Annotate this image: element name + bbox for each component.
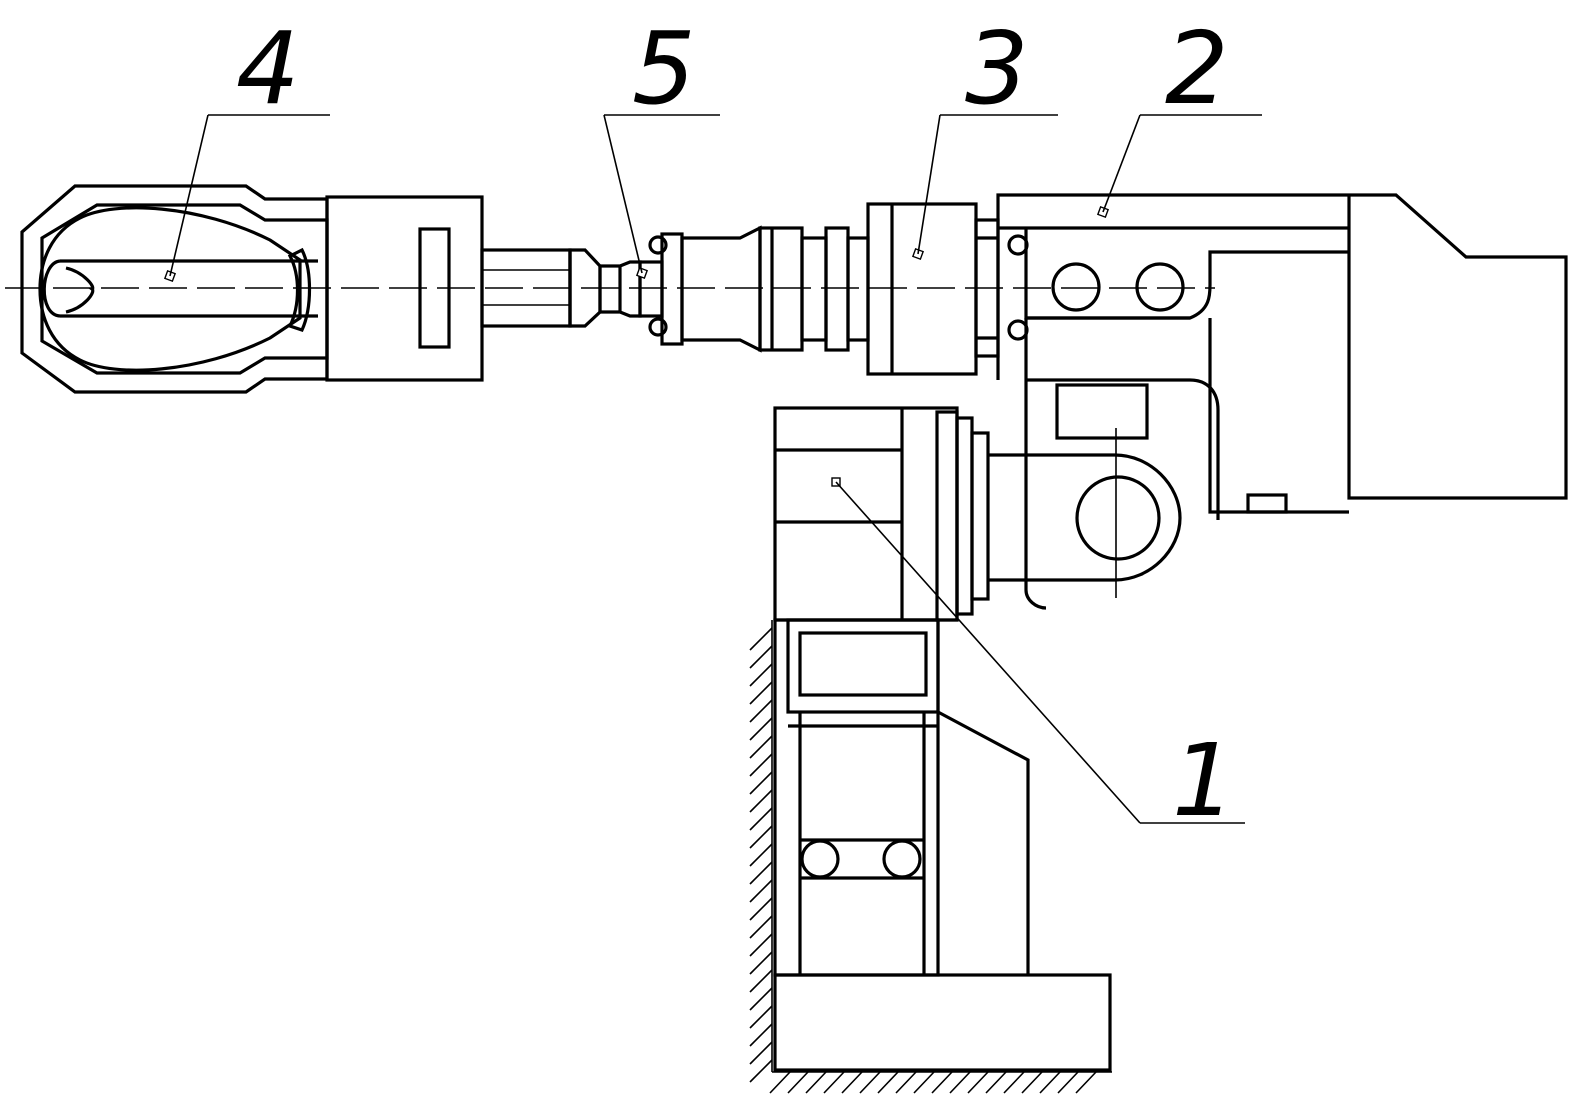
ground-hatch-stroke <box>1039 1071 1061 1094</box>
ground-hatch-stroke <box>769 1071 791 1094</box>
callout-2: 2 <box>1165 10 1229 127</box>
ground-hatch-stroke <box>749 1041 773 1065</box>
ground-hatch-stroke <box>749 951 773 975</box>
ground-hatch-stroke <box>749 843 773 867</box>
ground-hatch-stroke <box>787 1071 809 1094</box>
ground-hatch-stroke <box>913 1071 935 1094</box>
part-4-gripper <box>20 184 602 394</box>
ground-hatch-stroke <box>841 1071 863 1094</box>
ground-hatch-stroke <box>1021 1071 1043 1094</box>
ground-hatch-stroke <box>749 1059 773 1083</box>
ground-hatch-stroke <box>949 1071 971 1094</box>
callout-3: 3 <box>965 10 1029 127</box>
ground-hatch-stroke <box>1057 1071 1079 1094</box>
ground-hatch-stroke <box>749 807 773 831</box>
ground-hatch-stroke <box>749 969 773 993</box>
ground-hatch-stroke <box>1003 1071 1025 1094</box>
ground-hatch-stroke <box>931 1071 953 1094</box>
ground-hatch-stroke <box>805 1071 827 1094</box>
ground-hatch-stroke <box>749 933 773 957</box>
ground-hatch-stroke <box>749 897 773 921</box>
ground-hatch-stroke <box>749 861 773 885</box>
ground-hatch-stroke <box>749 771 773 795</box>
leader-lines <box>169 114 1262 824</box>
ground-hatch-stroke <box>749 699 773 723</box>
ground-hatch-stroke <box>749 753 773 777</box>
ground-hatch-stroke <box>859 1071 881 1094</box>
ground-hatch-stroke <box>749 879 773 903</box>
part-3-adapter <box>866 202 1000 376</box>
ground-hatch-stroke <box>749 1023 773 1047</box>
ground-hatch-stroke <box>749 825 773 849</box>
ground-hatch-stroke <box>967 1071 989 1094</box>
part-1-base <box>773 406 1112 1072</box>
ground-hatch-stroke <box>749 915 773 939</box>
ground-hatch-stroke <box>749 681 773 705</box>
elbow-joint <box>988 428 1182 598</box>
part-5-coupling <box>598 232 684 346</box>
ground-hatch-stroke <box>749 717 773 741</box>
ground-hatch-stroke <box>895 1071 917 1094</box>
ground-hatch-stroke <box>749 645 773 669</box>
ground-hatch-stroke <box>823 1071 845 1094</box>
callout-1: 1 <box>1172 722 1236 839</box>
ground-hatch-stroke <box>749 627 773 651</box>
part-2-forearm <box>996 193 1568 610</box>
callout-4: 4 <box>236 10 300 127</box>
ground-hatch-stroke <box>877 1071 899 1094</box>
callout-5: 5 <box>632 10 696 127</box>
ground-hatch-stroke <box>749 789 773 813</box>
ground-hatch-stroke <box>749 663 773 687</box>
ground-hatch-stroke <box>749 987 773 1011</box>
ground-hatch-stroke <box>985 1071 1007 1094</box>
ground-hatching <box>749 620 1112 1094</box>
wrist-flange <box>680 225 870 353</box>
ground-hatch-stroke <box>749 735 773 759</box>
ground-hatch-stroke <box>1075 1071 1097 1094</box>
ground-hatch-stroke <box>749 1005 773 1029</box>
